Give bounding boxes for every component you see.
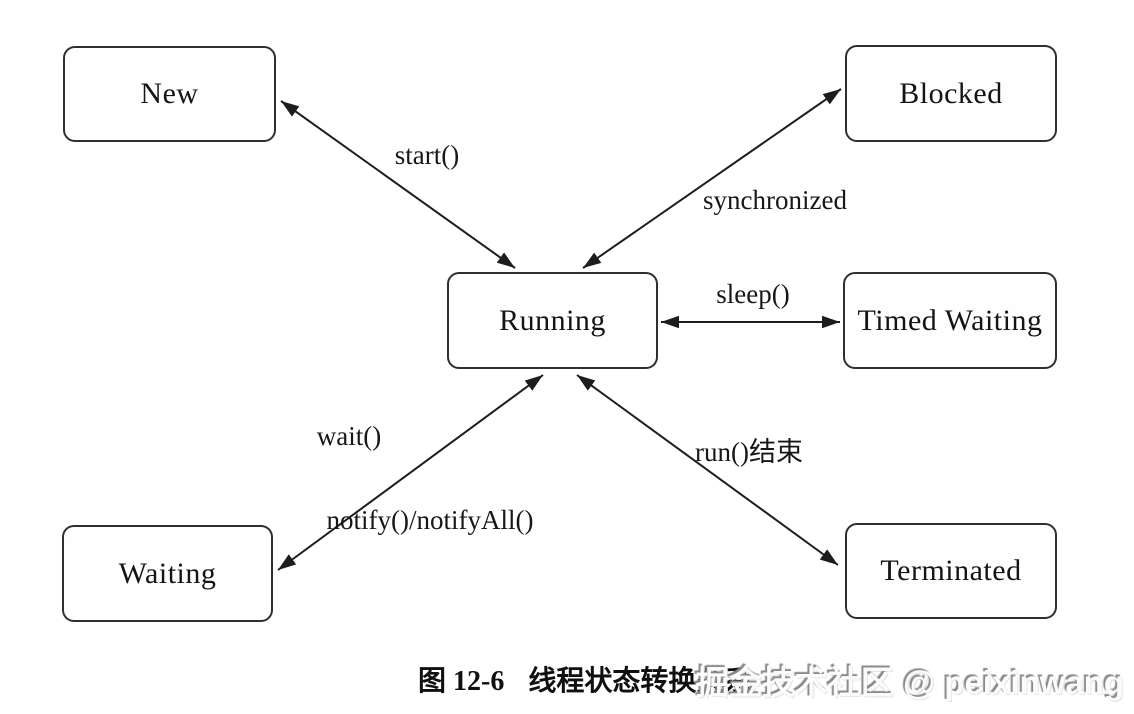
figure-title: 线程状态转换关系 <box>528 666 753 697</box>
watermark: 掘金技术社区 @ peixinwang <box>695 664 1124 701</box>
edge-label-synchronized: synchronized <box>703 185 847 215</box>
edge-label-wait: wait() <box>316 421 382 451</box>
figure-number: 图 12-6 <box>418 666 505 697</box>
arrow-run-end <box>576 374 839 566</box>
node-running: Running <box>447 272 658 369</box>
arrow-wait-notify <box>277 374 544 571</box>
arrow-start <box>280 100 516 269</box>
edge-label-sleep: sleep() <box>716 279 790 309</box>
node-new-label: New <box>140 77 199 110</box>
node-timed-waiting: Timed Waiting <box>843 272 1057 369</box>
node-blocked: Blocked <box>845 45 1057 142</box>
node-running-label: Running <box>499 303 606 337</box>
figure-caption: 图 12-6 线程状态转换关系 <box>418 659 752 699</box>
node-terminated: Terminated <box>845 523 1057 619</box>
edge-label-run-end: run()结束 <box>695 437 803 467</box>
node-terminated-label: Terminated <box>880 554 1022 587</box>
node-new: New <box>63 46 276 142</box>
edge-label-notify: notify()/notifyAll() <box>326 505 534 535</box>
edge-label-start: start() <box>394 140 460 170</box>
node-timed-waiting-label: Timed Waiting <box>857 303 1043 337</box>
node-blocked-label: Blocked <box>899 76 1003 110</box>
node-waiting-label: Waiting <box>118 556 217 590</box>
node-waiting: Waiting <box>62 525 273 622</box>
arrow-synchronized <box>582 88 842 269</box>
